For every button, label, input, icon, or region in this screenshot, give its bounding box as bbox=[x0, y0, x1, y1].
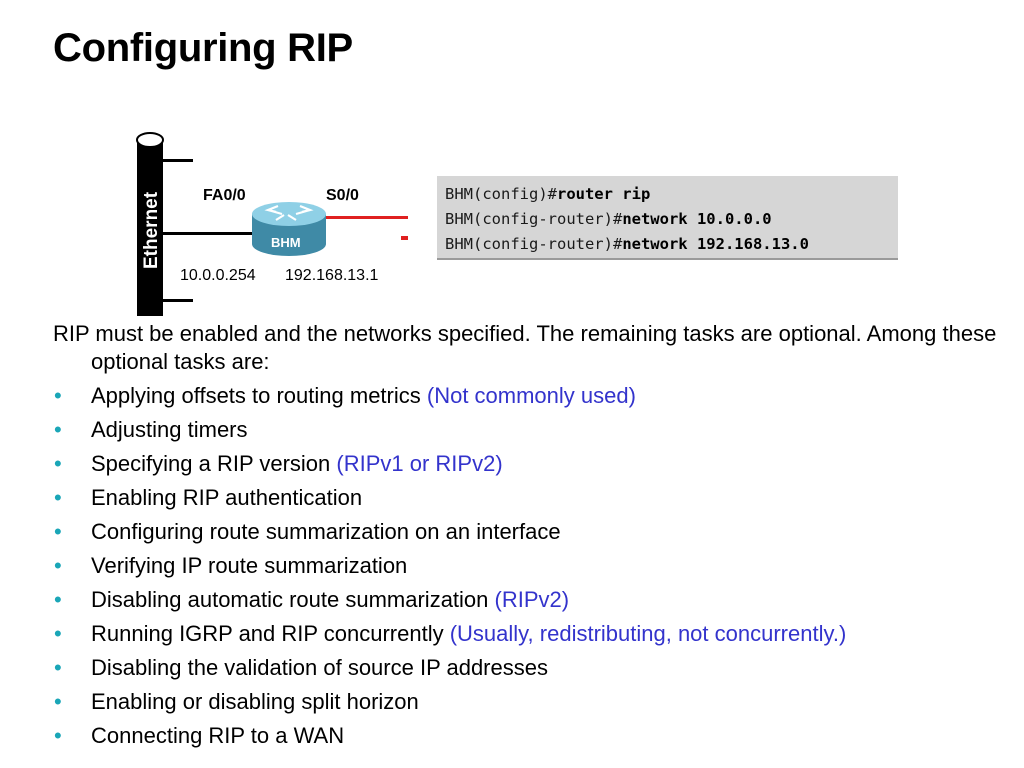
bullet-icon: • bbox=[54, 485, 62, 510]
list-item: •Configuring route summarization on an i… bbox=[53, 515, 1003, 549]
bullet-icon: • bbox=[54, 587, 62, 612]
cli-config-box: BHM(config)#router rip BHM(config-router… bbox=[437, 176, 898, 260]
page-title: Configuring RIP bbox=[53, 26, 353, 70]
bullet-icon: • bbox=[54, 621, 62, 646]
list-item: •Applying offsets to routing metrics (No… bbox=[53, 379, 1003, 413]
list-item: •Adjusting timers bbox=[53, 413, 1003, 447]
list-item: •Enabling or disabling split horizon bbox=[53, 685, 1003, 719]
list-item: •Specifying a RIP version (RIPv1 or RIPv… bbox=[53, 447, 1003, 481]
bullet-icon: • bbox=[54, 417, 62, 442]
ethernet-cap bbox=[136, 132, 164, 148]
list-item: •Disabling automatic route summarization… bbox=[53, 583, 1003, 617]
router-icon bbox=[252, 202, 326, 256]
list-item: •Enabling RIP authentication bbox=[53, 481, 1003, 515]
task-list: •Applying offsets to routing metrics (No… bbox=[53, 379, 1003, 753]
ethernet-stub-bottom bbox=[163, 299, 193, 302]
serial-link-tail bbox=[401, 236, 408, 240]
list-item: •Disabling the validation of source IP a… bbox=[53, 651, 1003, 685]
intro-text: RIP must be enabled and the networks spe… bbox=[53, 321, 997, 374]
cli-line: BHM(config-router)#network 192.168.13.0 bbox=[445, 235, 809, 253]
bullet-icon: • bbox=[54, 689, 62, 714]
list-item: •Connecting RIP to a WAN bbox=[53, 719, 1003, 753]
list-item: •Verifying IP route summarization bbox=[53, 549, 1003, 583]
list-item: •Running IGRP and RIP concurrently (Usua… bbox=[53, 617, 1003, 651]
bullet-icon: • bbox=[54, 451, 62, 476]
bullet-icon: • bbox=[54, 655, 62, 680]
ip-right-label: 192.168.13.1 bbox=[285, 267, 379, 284]
ip-left-label: 10.0.0.254 bbox=[180, 267, 256, 284]
ethernet-stub-top bbox=[163, 159, 193, 162]
ethernet-segment bbox=[137, 140, 163, 316]
router-name: BHM bbox=[271, 235, 301, 250]
interface-left-label: FA0/0 bbox=[203, 187, 246, 204]
cli-line: BHM(config)#router rip bbox=[445, 185, 651, 203]
interface-right-label: S0/0 bbox=[326, 187, 359, 204]
cli-line: BHM(config-router)#network 10.0.0.0 bbox=[445, 210, 772, 228]
bullet-icon: • bbox=[54, 383, 62, 408]
bullet-icon: • bbox=[54, 553, 62, 578]
ethernet-label: Ethernet bbox=[141, 191, 162, 269]
bullet-icon: • bbox=[54, 723, 62, 748]
slide-body: RIP must be enabled and the networks spe… bbox=[53, 320, 1003, 753]
network-diagram: Ethernet BHM FA0/0 S0/0 10.0.0.254 192.1… bbox=[136, 132, 408, 316]
ethernet-link bbox=[163, 232, 255, 235]
bullet-icon: • bbox=[54, 519, 62, 544]
serial-link bbox=[322, 216, 408, 219]
